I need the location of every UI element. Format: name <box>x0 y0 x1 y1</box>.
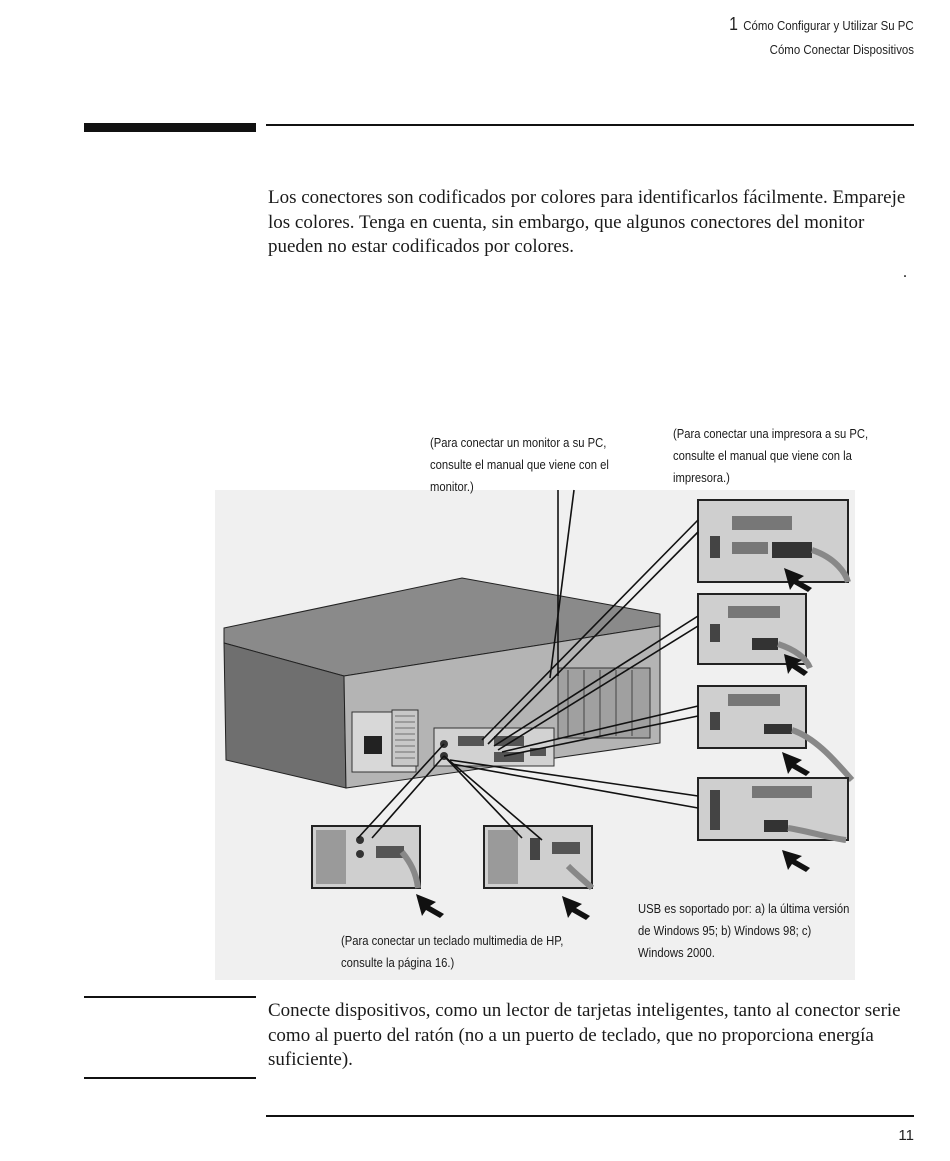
top-rule <box>266 124 914 126</box>
inset-printer <box>697 499 851 592</box>
chapter-title: Cómo Configurar y Utilizar Su PC <box>743 18 914 33</box>
caption-line: consulte el manual que viene con la <box>673 449 852 463</box>
note-rule-top <box>84 996 256 998</box>
power-socket <box>364 736 382 754</box>
stray-mark: . <box>903 264 907 281</box>
section-marker-bar <box>84 123 256 132</box>
note-paragraph: Conecte dispositivos, como un lector de … <box>268 1000 901 1070</box>
chapter-number: 1 <box>729 14 739 34</box>
intro-paragraph: Los conectores son codificados por color… <box>268 187 906 257</box>
pc-connection-illustration <box>215 489 855 980</box>
caption-line: impresora.) <box>673 471 730 485</box>
caption-line: (Para conectar una impresora a su PC, <box>673 427 869 441</box>
note-rule-bottom <box>84 1077 256 1079</box>
caption-line: consulte el manual que viene con el <box>430 458 609 472</box>
caption-line: de Windows 95; b) Windows 98; c) <box>638 924 812 938</box>
callout-lines <box>357 489 699 841</box>
caption-line: monitor.) <box>430 480 474 494</box>
caption-monitor: (Para conectar un monitor a su PC, consu… <box>430 432 609 498</box>
caption-keyboard: (Para conectar un teclado multimedia de … <box>341 930 563 974</box>
caption-line: consulte la página 16.) <box>341 956 455 970</box>
page-number: 11 <box>898 1127 914 1144</box>
caption-printer: (Para conectar una impresora a su PC, co… <box>673 423 868 489</box>
inset-port-4 <box>697 777 849 872</box>
caption-line: Windows 2000. <box>638 946 715 960</box>
bottom-rule <box>266 1115 914 1117</box>
running-header-section: Cómo Conectar Dispositivos <box>769 42 914 57</box>
inset-port-2 <box>697 593 813 676</box>
caption-usb: USB es soportado por: a) la última versi… <box>638 898 849 964</box>
pc-case-illustration <box>223 577 661 789</box>
caption-line: (Para conectar un monitor a su PC, <box>430 436 607 450</box>
running-header-chapter: 1 Cómo Configurar y Utilizar Su PC <box>730 14 914 35</box>
inset-keyboard <box>311 825 444 918</box>
caption-line: USB es soportado por: a) la última versi… <box>638 902 850 916</box>
caption-line: (Para conectar un teclado multimedia de … <box>341 934 564 948</box>
inset-port-3 <box>697 685 855 782</box>
